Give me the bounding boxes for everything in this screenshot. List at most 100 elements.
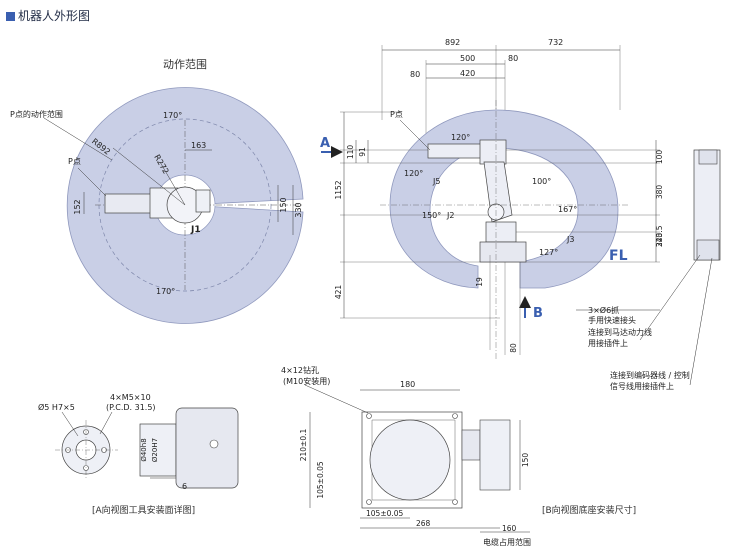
angle-170-bottom: 170° — [156, 287, 175, 296]
dim-19: 19 — [475, 277, 484, 287]
dim-152-label: 152 — [73, 199, 82, 214]
base-hole-2 — [452, 413, 458, 419]
p-range-leader — [43, 117, 113, 161]
dim-80-right: 80 — [508, 54, 518, 63]
r892-line — [112, 147, 186, 206]
base-hole-1 — [366, 413, 372, 419]
header-title: 机器人外形图 — [18, 9, 91, 23]
dim-105-h-label: 105±0.05 — [366, 509, 404, 518]
base-caption: [B向视图底座安装尺寸] — [542, 504, 636, 516]
dim-268-label: 268 — [416, 519, 431, 528]
base-hole-3 — [366, 499, 372, 505]
profile-connector — [696, 239, 720, 261]
joint-j5: J5 — [432, 177, 440, 186]
p-range-label: P点的动作范围 — [10, 109, 63, 119]
dim-223-5: 223.5 — [655, 225, 664, 247]
base-view: 4×12钻孔 (M10安装用) 180 210±0.1 105±0.05 105… — [281, 365, 636, 547]
flange-side-motor — [175, 407, 239, 489]
dim-380: 380 — [655, 185, 664, 200]
side-base — [479, 241, 527, 263]
profile-head — [698, 149, 718, 165]
flange-leader-1 — [61, 411, 79, 437]
dim-420-label: 420 — [460, 69, 475, 78]
dim-163-label: 163 — [191, 141, 206, 150]
base-turret-circle — [369, 419, 451, 501]
angle-150: 150° — [422, 211, 441, 220]
joint-j2: J2 — [446, 211, 454, 220]
dim-160-label: 160 — [502, 524, 517, 533]
p-point-leader — [77, 167, 107, 197]
top-view-title: 动作范围 — [163, 57, 207, 71]
motor-cable-leader — [639, 254, 701, 341]
angle-127: 127° — [539, 248, 558, 257]
joint-j1-label: J1 — [190, 225, 201, 235]
flange-bore-label: Ø5 H7×5 — [38, 402, 75, 412]
dim-732: 732 — [548, 38, 563, 47]
base-hole-4 — [452, 499, 458, 505]
dim-210-label: 210±0.1 — [299, 429, 308, 462]
note-motor-2: 用接插件上 — [588, 338, 628, 348]
side-p-leader — [399, 119, 431, 151]
dim-330-label: 330 — [294, 202, 303, 217]
base-cable-block — [461, 429, 481, 461]
dim-421: 421 — [334, 285, 343, 300]
angle-120-lower: 120° — [404, 169, 423, 178]
base-connector-box — [479, 419, 511, 491]
flange-side-body — [139, 423, 177, 477]
side-elbow — [479, 139, 507, 165]
top-view: 动作范围 P点的动作范围 P点 170° — [10, 57, 304, 324]
joint-j3: J3 — [566, 235, 574, 244]
side-view: 892 732 500 80 80 420 110 91 1152 421 1 — [320, 38, 721, 391]
note-motor-1: 连接到马达动力线 — [588, 327, 652, 337]
dim-80-bottom: 80 — [509, 343, 518, 353]
flange-view: Ø5 H7×5 4×M5×10 (P.C.D. 31.5) Ø40h8 Ø20H… — [38, 393, 239, 516]
angle-120-upper: 120° — [451, 133, 470, 142]
top-arm-motor — [195, 189, 211, 213]
cable-area-label: 电缆占用范围 — [483, 537, 531, 547]
dim-892: 892 — [445, 38, 460, 47]
base-hole-sub: (M10安装用) — [283, 376, 330, 386]
dim-110: 110 — [346, 145, 355, 160]
note-encoder-2: 信号线用接插件上 — [610, 381, 674, 391]
note-quick-joint-1: 3×Ø6抓 — [588, 305, 619, 315]
dim-1152: 1152 — [334, 180, 343, 199]
side-forearm — [427, 143, 485, 159]
dim-150-label: 150 — [279, 197, 288, 212]
encoder-cable-leader — [689, 257, 713, 386]
fl-label: FL — [609, 248, 628, 264]
angle-170-top: 170° — [163, 111, 182, 120]
dim-105-v-label: 105±0.05 — [316, 461, 325, 499]
dim-340: 340 — [655, 233, 664, 248]
flange-leader-2 — [99, 411, 113, 435]
dim-180-label: 180 — [400, 380, 415, 389]
side-turret — [485, 221, 517, 243]
flange-id-label: Ø20H7 — [151, 438, 159, 462]
flange-od-label: Ø40h8 — [140, 438, 148, 461]
base-hole-leader — [304, 384, 369, 414]
dim-80-left: 80 — [410, 70, 420, 79]
flange-pcd-label: (P.C.D. 31.5) — [106, 403, 156, 412]
note-quick-joint-2: 手用快速接头 — [588, 315, 636, 325]
dim-100: 100 — [655, 150, 664, 165]
r272-line — [159, 161, 186, 206]
dim-150-base-label: 150 — [521, 453, 530, 468]
p-point-label: P点 — [68, 157, 81, 166]
base-hole-label: 4×12钻孔 — [281, 365, 319, 375]
dim-91: 91 — [358, 147, 367, 157]
top-arm-forearm — [104, 193, 156, 214]
dim-500-label: 500 — [460, 54, 475, 63]
dim-6-label: 6 — [182, 482, 187, 491]
flange-caption: [A向视图工具安装面详图] — [92, 504, 195, 516]
note-encoder-1: 连接到编码器线 / 控制 — [610, 370, 690, 380]
side-p-label: P点 — [390, 110, 403, 119]
angle-100: 100° — [532, 177, 551, 186]
header-square-icon — [6, 12, 15, 21]
angle-167: 167° — [558, 205, 577, 214]
flange-side-hole — [209, 439, 219, 449]
flange-screw-label: 4×M5×10 — [110, 393, 151, 402]
view-arrow-b-label: B — [533, 306, 543, 321]
page-header: 机器人外形图 — [6, 7, 90, 24]
view-arrow-a-label: A — [320, 136, 330, 151]
